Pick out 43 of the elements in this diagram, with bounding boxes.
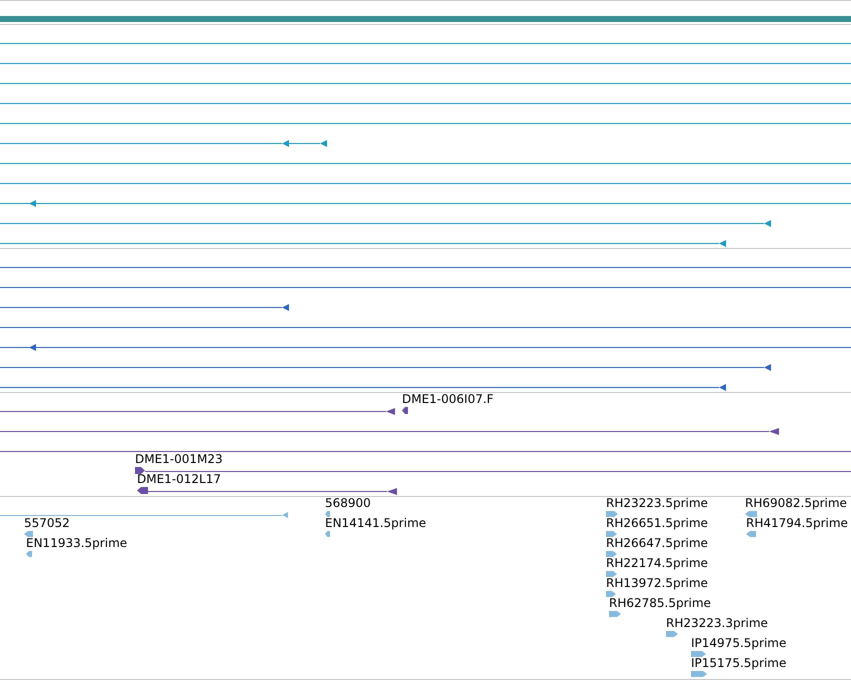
feature-glyph: [282, 140, 289, 146]
feature-label: 557052: [24, 516, 70, 531]
feature-label: RH62785.5prime: [609, 596, 711, 611]
feature-line: [0, 307, 282, 308]
feature-label: EN11933.5prime: [26, 536, 128, 551]
feature-line: [288, 143, 320, 144]
feature-line: [144, 471, 851, 472]
feature-line: [148, 491, 388, 492]
feature-glyph: [769, 428, 779, 434]
feature-line: [0, 223, 764, 224]
feature-label: RH26651.5prime: [606, 516, 708, 531]
feature-line: [0, 411, 386, 412]
feature-glyph: [29, 200, 36, 206]
feature-glyph: [386, 408, 395, 414]
feature-glyph: [719, 384, 726, 390]
feature-label: EN14141.5prime: [325, 516, 426, 531]
feature-label: RH22174.5prime: [606, 556, 708, 571]
feature-line: [0, 367, 764, 368]
feature-label: RH26647.5prime: [606, 536, 708, 551]
feature-glyph: [282, 304, 289, 310]
feature-glyph: [764, 364, 771, 370]
feature-label: DME1-012L17: [137, 472, 221, 486]
feature-glyph: [320, 140, 327, 146]
feature-label: IP14975.5prime: [691, 636, 786, 651]
feature-label: RH13972.5prime: [606, 576, 708, 591]
feature-line: [0, 143, 282, 144]
feature-label: RH23223.5prime: [606, 496, 708, 511]
feature-glyph: [387, 488, 397, 494]
feature-label: RH69082.5prime: [745, 496, 847, 511]
feature-label: DME1-001M23: [135, 452, 223, 466]
feature-label: RH23223.3prime: [666, 616, 768, 631]
feature-line: [0, 243, 720, 244]
feature-label: RH41794.5prime: [746, 516, 848, 531]
feature-line: [0, 431, 770, 432]
feature-line: [0, 387, 720, 388]
feature-glyph: [764, 220, 771, 226]
feature-glyph: [719, 240, 726, 246]
feature-line: [0, 515, 282, 516]
feature-glyph: [29, 344, 36, 350]
feature-label: DME1-006I07.F: [402, 392, 494, 406]
feature-glyph: [282, 512, 288, 518]
feature-label: IP15175.5prime: [691, 656, 786, 671]
feature-label: 568900: [325, 496, 371, 511]
